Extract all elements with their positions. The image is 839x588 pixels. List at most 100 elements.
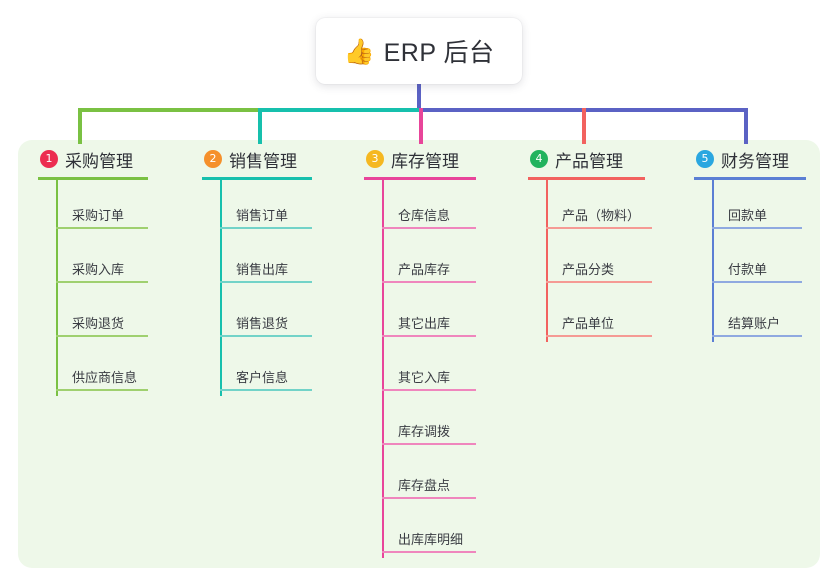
list-item-label: 库存调拨 xyxy=(398,424,451,439)
list-item[interactable]: 销售出库 xyxy=(202,234,354,288)
number-badge-icon: 5 xyxy=(696,150,714,168)
column-underline xyxy=(694,177,806,180)
column-trunk-line xyxy=(546,180,548,342)
list-item-underline xyxy=(56,281,148,283)
list-item-underline xyxy=(712,281,802,283)
list-item-underline xyxy=(382,551,476,553)
column-header-inventory-management[interactable]: 3 库存管理 xyxy=(364,146,519,172)
list-item[interactable]: 采购退货 xyxy=(38,288,190,342)
list-item-label: 结算账户 xyxy=(728,316,781,331)
list-item-label: 库存盘点 xyxy=(398,478,451,493)
list-item[interactable]: 产品（物料） xyxy=(528,180,683,234)
column-underline xyxy=(38,177,148,180)
connector-drop-sales xyxy=(258,108,262,144)
list-item-underline xyxy=(220,389,312,391)
list-item[interactable]: 销售订单 xyxy=(202,180,354,234)
list-item-label: 其它入库 xyxy=(398,370,451,385)
root-node-card[interactable]: 👍 ERP 后台 xyxy=(316,18,522,84)
list-item-label: 出库库明细 xyxy=(398,532,464,547)
column-purchase-management: 1 采购管理采购订单采购入库采购退货供应商信息 xyxy=(38,146,190,396)
list-item-underline xyxy=(56,227,148,229)
list-item-underline xyxy=(546,335,652,337)
number-badge-icon: 3 xyxy=(366,150,384,168)
column-underline xyxy=(202,177,312,180)
column-inventory-management: 3 库存管理仓库信息产品库存其它出库其它入库库存调拨库存盘点出库库明细 xyxy=(364,146,519,558)
connector-bus-teal xyxy=(258,108,419,112)
column-trunk-line xyxy=(382,180,384,558)
list-item-underline xyxy=(712,335,802,337)
list-item-underline xyxy=(382,443,476,445)
list-item-label: 采购入库 xyxy=(72,262,125,277)
list-item-label: 回款单 xyxy=(728,208,768,223)
connector-drop-finance xyxy=(744,108,748,144)
list-item-underline xyxy=(56,335,148,337)
column-underline xyxy=(364,177,476,180)
list-item[interactable]: 采购订单 xyxy=(38,180,190,234)
column-items-inventory-management: 仓库信息产品库存其它出库其它入库库存调拨库存盘点出库库明细 xyxy=(364,180,519,558)
list-item-underline xyxy=(220,227,312,229)
diagram-panel xyxy=(18,140,820,568)
column-title: 产品管理 xyxy=(555,151,623,171)
list-item[interactable]: 采购入库 xyxy=(38,234,190,288)
column-items-finance-management: 回款单付款单结算账户 xyxy=(694,180,839,342)
list-item[interactable]: 出库库明细 xyxy=(364,504,519,558)
column-title: 财务管理 xyxy=(721,151,789,171)
number-badge-icon: 2 xyxy=(204,150,222,168)
column-items-purchase-management: 采购订单采购入库采购退货供应商信息 xyxy=(38,180,190,396)
list-item-label: 其它出库 xyxy=(398,316,451,331)
list-item-label: 销售订单 xyxy=(236,208,289,223)
column-trunk-line xyxy=(56,180,58,396)
column-trunk-line xyxy=(220,180,222,396)
column-sales-management: 2 销售管理销售订单销售出库销售退货客户信息 xyxy=(202,146,354,396)
list-item[interactable]: 客户信息 xyxy=(202,342,354,396)
list-item-underline xyxy=(382,281,476,283)
column-header-finance-management[interactable]: 5 财务管理 xyxy=(694,146,839,172)
list-item-underline xyxy=(382,227,476,229)
connector-drop-inventory xyxy=(419,108,423,144)
list-item[interactable]: 其它入库 xyxy=(364,342,519,396)
list-item[interactable]: 库存调拨 xyxy=(364,396,519,450)
list-item-underline xyxy=(382,335,476,337)
list-item[interactable]: 供应商信息 xyxy=(38,342,190,396)
list-item[interactable]: 产品库存 xyxy=(364,234,519,288)
column-title: 采购管理 xyxy=(65,151,133,171)
list-item-label: 产品库存 xyxy=(398,262,451,277)
list-item-label: 产品单位 xyxy=(562,316,615,331)
list-item-underline xyxy=(382,497,476,499)
list-item-underline xyxy=(220,335,312,337)
list-item-label: 销售出库 xyxy=(236,262,289,277)
list-item-label: 采购订单 xyxy=(72,208,125,223)
list-item[interactable]: 仓库信息 xyxy=(364,180,519,234)
column-header-purchase-management[interactable]: 1 采购管理 xyxy=(38,146,190,172)
list-item[interactable]: 付款单 xyxy=(694,234,839,288)
list-item-label: 客户信息 xyxy=(236,370,289,385)
column-title: 销售管理 xyxy=(229,151,297,171)
list-item-underline xyxy=(546,281,652,283)
list-item[interactable]: 产品单位 xyxy=(528,288,683,342)
list-item-underline xyxy=(56,389,148,391)
list-item[interactable]: 销售退货 xyxy=(202,288,354,342)
root-node-title: ERP 后台 xyxy=(383,39,495,67)
list-item-label: 仓库信息 xyxy=(398,208,451,223)
list-item-underline xyxy=(382,389,476,391)
list-item-underline xyxy=(712,227,802,229)
column-title: 库存管理 xyxy=(391,151,459,171)
column-items-sales-management: 销售订单销售出库销售退货客户信息 xyxy=(202,180,354,396)
column-items-product-management: 产品（物料） 产品分类产品单位 xyxy=(528,180,683,342)
list-item[interactable]: 其它出库 xyxy=(364,288,519,342)
connector-drop-purchase xyxy=(78,108,82,144)
list-item[interactable]: 回款单 xyxy=(694,180,839,234)
list-item[interactable]: 结算账户 xyxy=(694,288,839,342)
number-badge-icon: 1 xyxy=(40,150,58,168)
list-item[interactable]: 产品分类 xyxy=(528,234,683,288)
thumbs-up-icon: 👍 xyxy=(343,36,375,66)
list-item-label: 产品分类 xyxy=(562,262,615,277)
connector-bus-green xyxy=(78,108,258,112)
column-trunk-line xyxy=(712,180,714,342)
list-item[interactable]: 库存盘点 xyxy=(364,450,519,504)
column-header-sales-management[interactable]: 2 销售管理 xyxy=(202,146,354,172)
column-underline xyxy=(528,177,645,180)
